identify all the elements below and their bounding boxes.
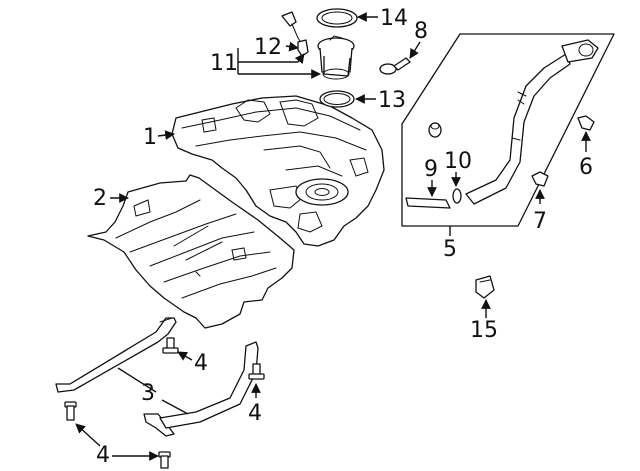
tank-strap-rear: [143, 341, 259, 437]
strap-bolt: [64, 401, 77, 421]
valve: [475, 275, 495, 299]
callout-12: 12: [254, 35, 282, 60]
callout-2: 2: [93, 186, 107, 211]
fuel-pump-module: [317, 35, 355, 80]
callout-8: 8: [414, 19, 428, 44]
sensor: [379, 57, 411, 75]
filler-pipe: [465, 39, 599, 205]
heat-shield: [87, 174, 295, 329]
fuel-tank: [171, 95, 385, 247]
strap-bolt: [248, 363, 265, 380]
callout-5: 5: [443, 237, 457, 262]
leader-lines: [75, 12, 591, 461]
callout-14: 14: [380, 6, 408, 31]
callout-4-top: 4: [194, 351, 208, 376]
callout-7: 7: [533, 209, 547, 234]
callout-10: 10: [444, 149, 472, 174]
pump-seal: [319, 90, 355, 108]
callout-15: 15: [470, 318, 498, 343]
strap-bolt: [158, 451, 171, 469]
callout-4-bottom: 4: [96, 443, 110, 468]
callout-13: 13: [378, 88, 406, 113]
retainer-clip: [577, 115, 595, 131]
tank-strap-front: [55, 317, 177, 393]
callout-1: 1: [143, 125, 157, 150]
grommet: [428, 122, 442, 138]
callout-9: 9: [424, 157, 438, 182]
vent-hose: [405, 197, 451, 209]
fuel-level-sender: [281, 11, 309, 57]
callout-4-right: 4: [248, 401, 262, 426]
callout-3: 3: [141, 381, 155, 406]
callout-6: 6: [579, 155, 593, 180]
callout-11: 11: [210, 51, 238, 76]
strap-bolt: [162, 337, 179, 354]
clamp: [452, 188, 462, 204]
filler-bracket: [531, 171, 549, 187]
lock-ring: [316, 8, 358, 28]
